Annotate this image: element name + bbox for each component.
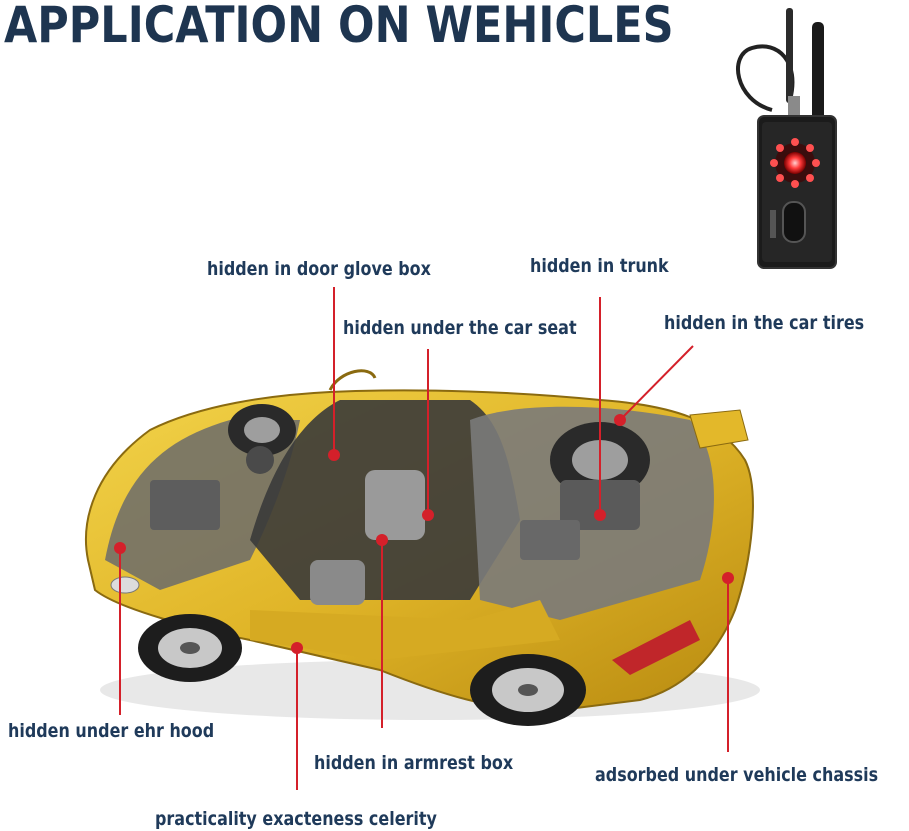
- pointer-dots: [114, 414, 734, 654]
- car-cutaway-illustration: [85, 369, 760, 726]
- label-car-seat: hidden under the car seat: [343, 317, 577, 339]
- label-door-glove-box: hidden in door glove box: [207, 258, 431, 280]
- page-title: APPLICATION ON WEHICLES: [4, 0, 674, 54]
- rear-wheel: [470, 654, 586, 726]
- label-car-tires: hidden in the car tires: [664, 312, 865, 334]
- label-chassis: adsorbed under vehicle chassis: [595, 764, 879, 786]
- label-trunk: hidden in trunk: [530, 255, 669, 277]
- front-wheel: [138, 614, 242, 682]
- rf-detector-device-icon: [736, 8, 837, 269]
- pointer-lines: [119, 287, 729, 790]
- pointer-car-tires: [619, 345, 694, 421]
- label-hood: hidden under ehr hood: [8, 720, 215, 742]
- label-armrest-box: hidden in armrest box: [314, 752, 514, 774]
- front-right-wheel: [228, 404, 296, 456]
- label-bottom: practicality exacteness celerity: [155, 808, 437, 830]
